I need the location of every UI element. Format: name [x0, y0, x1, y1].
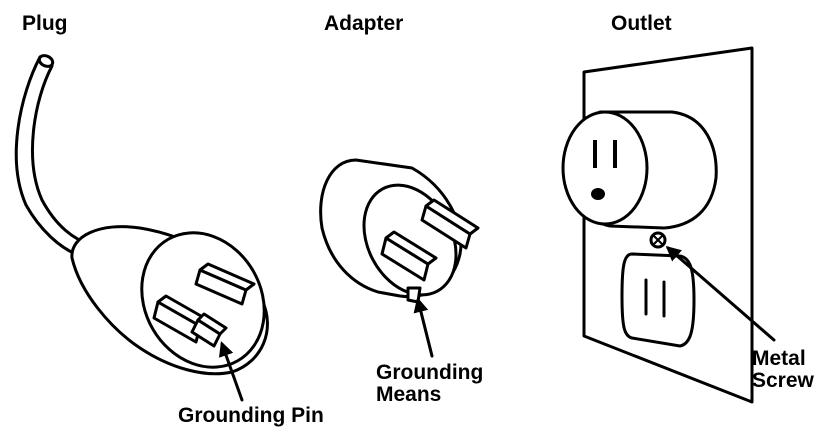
outlet-slot-left: [593, 140, 597, 168]
plug-title: Plug: [22, 12, 68, 35]
adapter-title: Adapter: [324, 12, 404, 35]
adapter-blade-left-side: [384, 230, 438, 266]
outlet-adapter-face: [561, 110, 649, 226]
adapter-blade-right-side: [424, 198, 480, 236]
outlet-title: Outlet: [611, 12, 672, 35]
grounding-means-line-2: Means: [376, 383, 442, 406]
plug-cord-end: [37, 54, 55, 68]
metal-screw-icon: [649, 231, 667, 249]
adapter-illustration: [319, 158, 480, 304]
plug-illustration: [14, 54, 269, 376]
grounding-means-callout: Grounding Means: [376, 362, 483, 406]
metal-screw-line-2: Screw: [752, 369, 814, 392]
plug-blade-right-side: [198, 262, 256, 292]
outlet-ground-hole: [591, 188, 605, 200]
arrow-metal-screw: [665, 246, 776, 342]
plug-face: [140, 231, 266, 369]
outlet-illustration: [561, 46, 754, 404]
metal-screw-callout: Metal Screw: [752, 348, 814, 392]
arrow-grounding-means: [413, 297, 434, 358]
plug-cord: [14, 55, 80, 257]
grounding-means-line-1: Grounding: [376, 361, 484, 384]
metal-screw-line-1: Metal: [752, 347, 806, 370]
plug-cord-inner: [31, 64, 94, 247]
arrow-grounding-pin: [218, 341, 244, 402]
plug-grounding-pin-side: [196, 312, 228, 336]
outlet-lower-receptacle: [620, 252, 696, 348]
grounding-pin-callout: Grounding Pin: [178, 404, 324, 427]
outlet-slot-right: [613, 140, 617, 168]
